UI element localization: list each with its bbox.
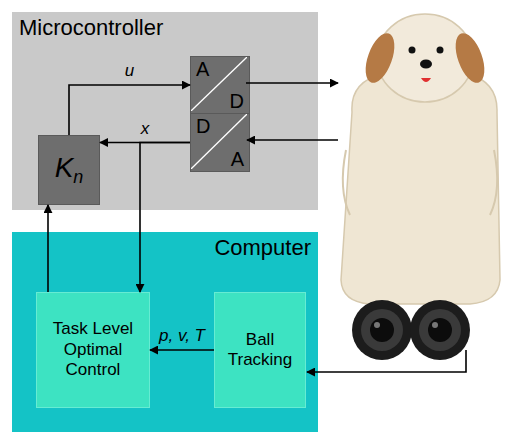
label-holder: u [123, 62, 136, 81]
process-box: Task Level Optimal Control [36, 292, 150, 408]
signal-label: p, v, T [157, 326, 207, 345]
label-holder: p, v, T [157, 327, 207, 346]
converter-box: DA [190, 113, 250, 172]
gain-subscript: n [73, 167, 83, 187]
converter-box: AD [190, 56, 250, 114]
panel-title: Microcontroller [12, 12, 318, 43]
camera-wire [307, 350, 466, 372]
signal-label: x [139, 119, 152, 138]
process-label: Task Level Optimal Control [43, 319, 143, 380]
signal-arrow [69, 85, 190, 135]
signal-arrow [150, 349, 214, 351]
signal-arrow [140, 143, 190, 293]
gain-letter: K [55, 152, 74, 183]
label-holder: x [139, 120, 152, 139]
signal-arrow [47, 205, 49, 292]
gain-symbol: Kn [55, 152, 84, 188]
signal-label: u [123, 61, 136, 80]
process-box: Ball Tracking [214, 292, 306, 408]
output-wire [246, 82, 338, 84]
converter-letter: A [196, 58, 209, 80]
process-label: Ball Tracking [221, 330, 299, 371]
input-wire [247, 139, 338, 141]
converter-letter: A [231, 148, 244, 170]
microcontroller-panel: MicrocontrollerADDAKn [12, 12, 318, 210]
panel-title: Computer [12, 232, 318, 263]
gain-box: Kn [38, 135, 100, 205]
converter-letter: D [230, 90, 244, 112]
converter-letter: D [196, 115, 210, 137]
